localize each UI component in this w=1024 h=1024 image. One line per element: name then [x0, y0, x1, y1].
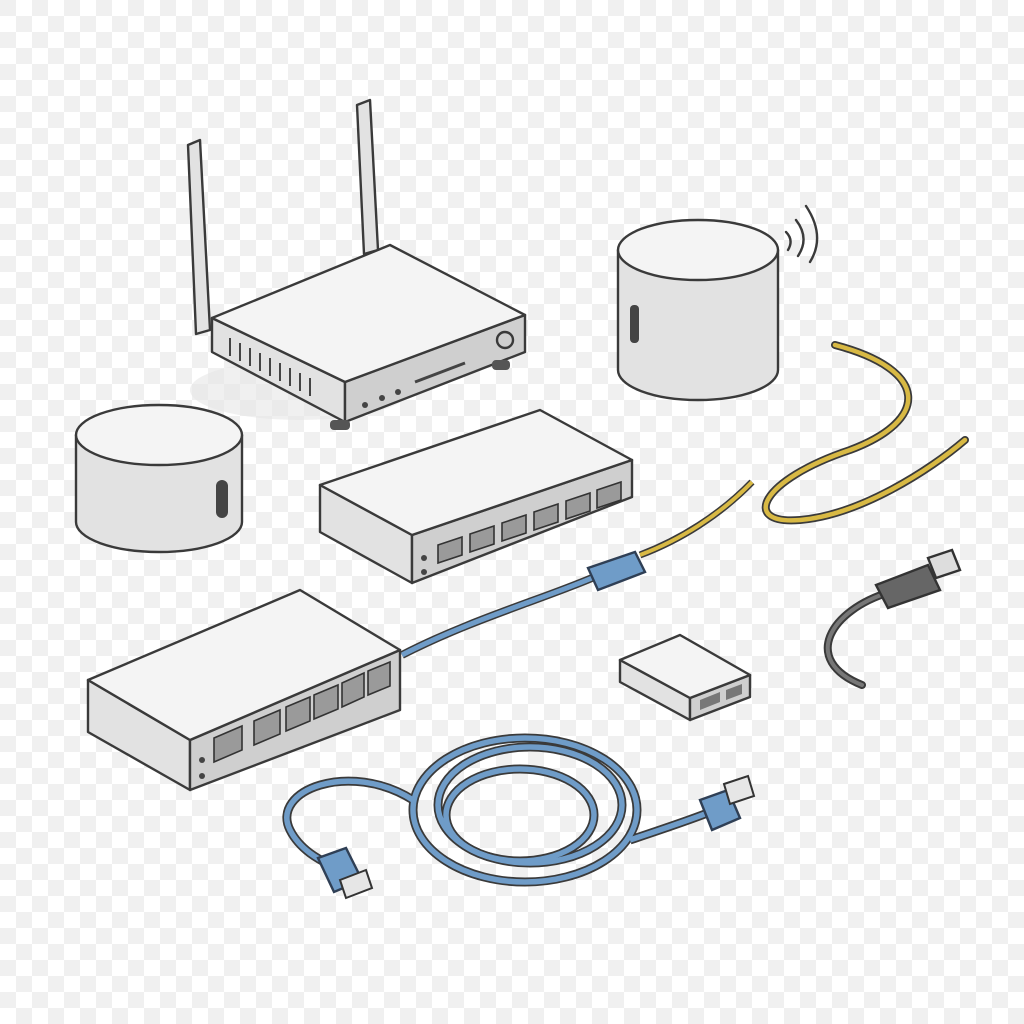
adapter-icon [618, 633, 752, 722]
ethernet-cable-blue [400, 550, 647, 659]
router-icon [186, 98, 527, 430]
usb-icon [823, 548, 962, 689]
ethernet-cable-yellow [638, 341, 969, 559]
speaker-icon [74, 403, 244, 554]
switch-icon [318, 408, 634, 585]
speaker-icon [616, 204, 819, 402]
coiled-ethernet-cable [282, 733, 756, 900]
switch-icon [86, 588, 402, 792]
